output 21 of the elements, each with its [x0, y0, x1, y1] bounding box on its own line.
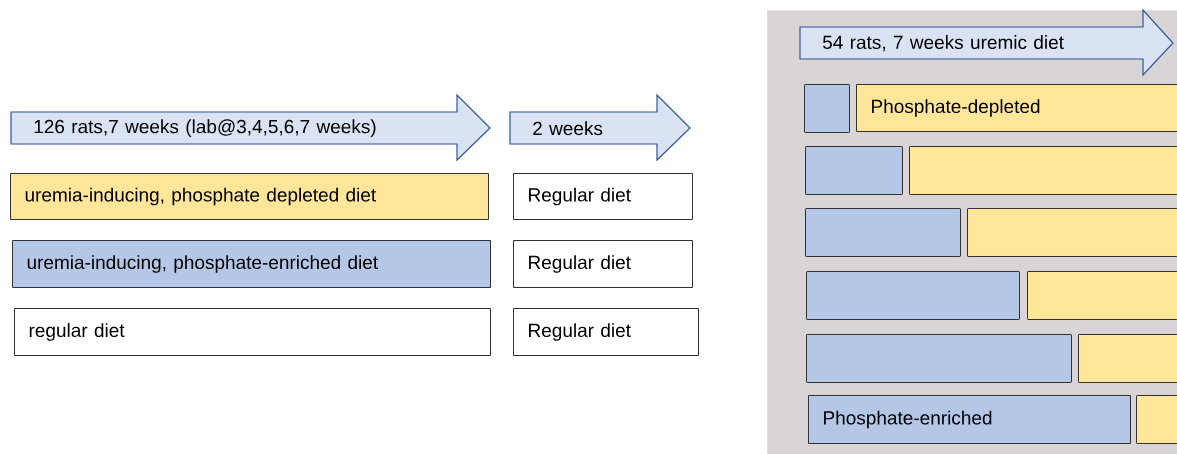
- bar: [1027, 271, 1177, 320]
- arrow-band: 126 rats,7 weeks (lab@3,4,5,6,7 weeks): [10, 93, 491, 162]
- bar: [806, 334, 1072, 383]
- diet-box: Regular diet: [513, 173, 693, 220]
- bar: [805, 146, 903, 195]
- diet-box: uremia-inducing, phosphate depleted diet: [10, 173, 489, 220]
- bar: [1078, 334, 1177, 383]
- diet-box: Phosphate-depleted: [856, 84, 1177, 132]
- arrow-band: 2 weeks: [509, 93, 691, 162]
- diet-box: Regular diet: [513, 240, 693, 288]
- arrow-band: 54 rats, 7 weeks uremic diet: [799, 8, 1174, 77]
- bar: [1136, 395, 1177, 444]
- bar: [805, 208, 961, 257]
- bar: [806, 271, 1020, 320]
- bar: [909, 146, 1177, 195]
- bar: [804, 84, 850, 133]
- bar: [967, 208, 1177, 257]
- diet-box: Regular diet: [513, 308, 699, 356]
- diet-box: uremia-inducing, phosphate-enriched diet: [12, 240, 491, 288]
- diet-box: regular diet: [14, 308, 491, 356]
- diet-box: Phosphate-enriched: [808, 395, 1131, 444]
